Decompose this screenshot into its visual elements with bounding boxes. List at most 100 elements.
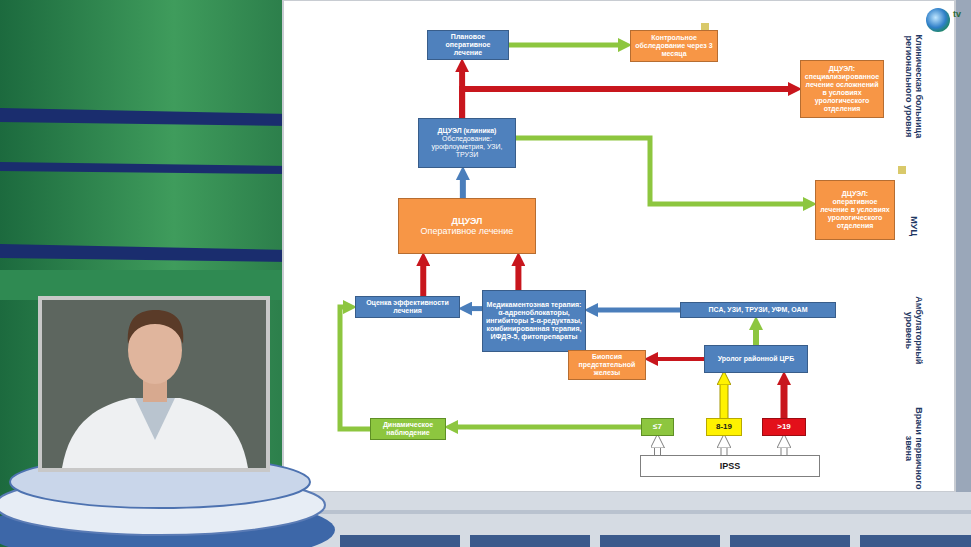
arrow-outline	[720, 383, 729, 418]
screen-bar	[730, 535, 850, 547]
arrow-outline	[721, 446, 728, 455]
node-text: Уролог районной ЦРБ	[718, 355, 795, 363]
video-frame	[38, 296, 270, 472]
video-background	[42, 300, 266, 468]
node-text: 8-19	[716, 422, 732, 431]
flow-arrow	[456, 427, 641, 428]
flow-arrow	[756, 328, 757, 345]
node-body-text: Обследование: урофлоуметрия, УЗИ, ТРУЗИ	[422, 135, 512, 159]
scale-box: IPSS	[640, 455, 820, 477]
outcome-box: Биопсия предстательной железы	[568, 350, 646, 380]
arrow-line	[456, 425, 641, 430]
arrow-outline	[654, 446, 661, 455]
flow-arrow	[516, 138, 805, 204]
slide-panel	[283, 0, 955, 492]
screen-bar	[600, 535, 720, 547]
wall-stripe	[0, 162, 290, 174]
flow-arrow	[462, 89, 790, 118]
level-label: Клиническая больница регионального уровн…	[904, 16, 925, 156]
level-label: Врачи первичного звена	[904, 403, 925, 493]
node-text: ДЦУЭЛ (клиника)	[438, 127, 497, 135]
screen-base	[283, 492, 971, 547]
arrow-line	[515, 264, 521, 290]
arrow-line	[516, 138, 805, 204]
screen-edge	[955, 0, 971, 547]
arrow-line	[782, 446, 787, 455]
wall-stripe	[0, 108, 290, 126]
level-label: Амбулаторный уровень	[904, 280, 925, 380]
presenter-collar	[135, 398, 175, 440]
tests-box: ПСА, УЗИ, ТРУЗИ, УФМ, ОАМ	[680, 302, 836, 318]
flow-arrow	[784, 446, 785, 455]
node-text: Плановое оперативное лечение	[431, 33, 505, 57]
outcome-box: ДЦУЭЛ: специализированное лечение осложн…	[800, 60, 884, 118]
node-text: Биопсия предстательной железы	[572, 353, 642, 377]
score-box: >19	[762, 418, 806, 436]
flow-arrow	[724, 383, 725, 418]
process-box: Плановое оперативное лечение	[427, 30, 509, 60]
arrow-line	[722, 446, 727, 455]
outcome-box: Контрольное обследование через 3 месяца	[630, 30, 718, 62]
flow-arrow	[596, 310, 680, 311]
channel-logo-text: tv	[950, 9, 964, 19]
flow-arrow	[784, 383, 785, 418]
flow-arrow	[423, 264, 424, 296]
arrow-line	[462, 89, 790, 118]
process-box: Динамическое наблюдение	[370, 418, 446, 440]
arrow-line	[655, 446, 660, 455]
wall-panel	[0, 270, 290, 300]
therapy-box: Медикаментозная терапия: α-адреноблокато…	[482, 290, 586, 352]
node-text: ДЦУЭЛ: оперативное лечение в условиях ур…	[819, 190, 891, 230]
process-box: Оценка эффективности лечения	[355, 296, 460, 318]
outcome-box: ДЦУЭЛ: оперативное лечение в условиях ур…	[815, 180, 895, 240]
node-text: ≤7	[653, 422, 662, 431]
node-text: Оценка эффективности лечения	[359, 299, 456, 315]
node-text: >19	[777, 422, 791, 431]
score-box: 8-19	[706, 418, 742, 436]
node-text: ДЦУЭЛ: специализированное лечение осложн…	[804, 65, 880, 113]
flow-arrow	[518, 264, 519, 290]
node-text: IPSS	[720, 461, 741, 471]
flow-arrow	[340, 307, 370, 429]
arrow-outline	[781, 446, 788, 455]
screen-bar	[860, 535, 971, 547]
screen-bar	[470, 535, 590, 547]
center-box: ДЦУЭЛОперативное лечение	[398, 198, 536, 254]
slide-icon	[898, 166, 906, 174]
process-box: Уролог районной ЦРБ	[704, 345, 808, 373]
screen-base-line	[300, 510, 971, 514]
arrow-line	[420, 264, 426, 296]
studio-wall	[0, 0, 290, 547]
channel-logo	[926, 8, 950, 32]
arrow-line	[753, 328, 759, 345]
process-box: ДЦУЭЛ (клиника)Обследование: урофлоуметр…	[418, 118, 516, 168]
wall-stripe	[0, 244, 290, 262]
screen-bar	[340, 535, 460, 547]
node-text: Динамическое наблюдение	[374, 421, 442, 437]
flow-arrow	[657, 446, 658, 455]
arrow-line	[721, 383, 728, 418]
node-body-text: Оперативное лечение	[421, 226, 514, 236]
flow-arrow	[656, 359, 704, 360]
node-text: Контрольное обследование через 3 месяца	[634, 34, 714, 58]
score-box: ≤7	[641, 418, 674, 436]
flow-arrow	[724, 446, 725, 455]
flow-arrow	[462, 178, 463, 198]
arrow-line	[340, 307, 370, 429]
arrow-line	[509, 43, 620, 48]
arrow-line	[656, 357, 704, 361]
arrow-line	[460, 178, 466, 198]
arrow-line	[781, 383, 788, 418]
node-text: Медикаментозная терапия: α-адреноблокато…	[486, 301, 582, 341]
arrow-line	[470, 306, 482, 311]
presenter-coat	[62, 398, 248, 468]
presenter-hair	[128, 310, 184, 344]
level-label: МУЦ	[909, 201, 919, 251]
node-text: ДЦУЭЛ	[452, 216, 483, 226]
flow-arrow	[509, 45, 620, 46]
arrow-line	[596, 308, 680, 313]
flow-arrow	[470, 308, 482, 309]
node-text: ПСА, УЗИ, ТРУЗИ, УФМ, ОАМ	[709, 306, 808, 314]
